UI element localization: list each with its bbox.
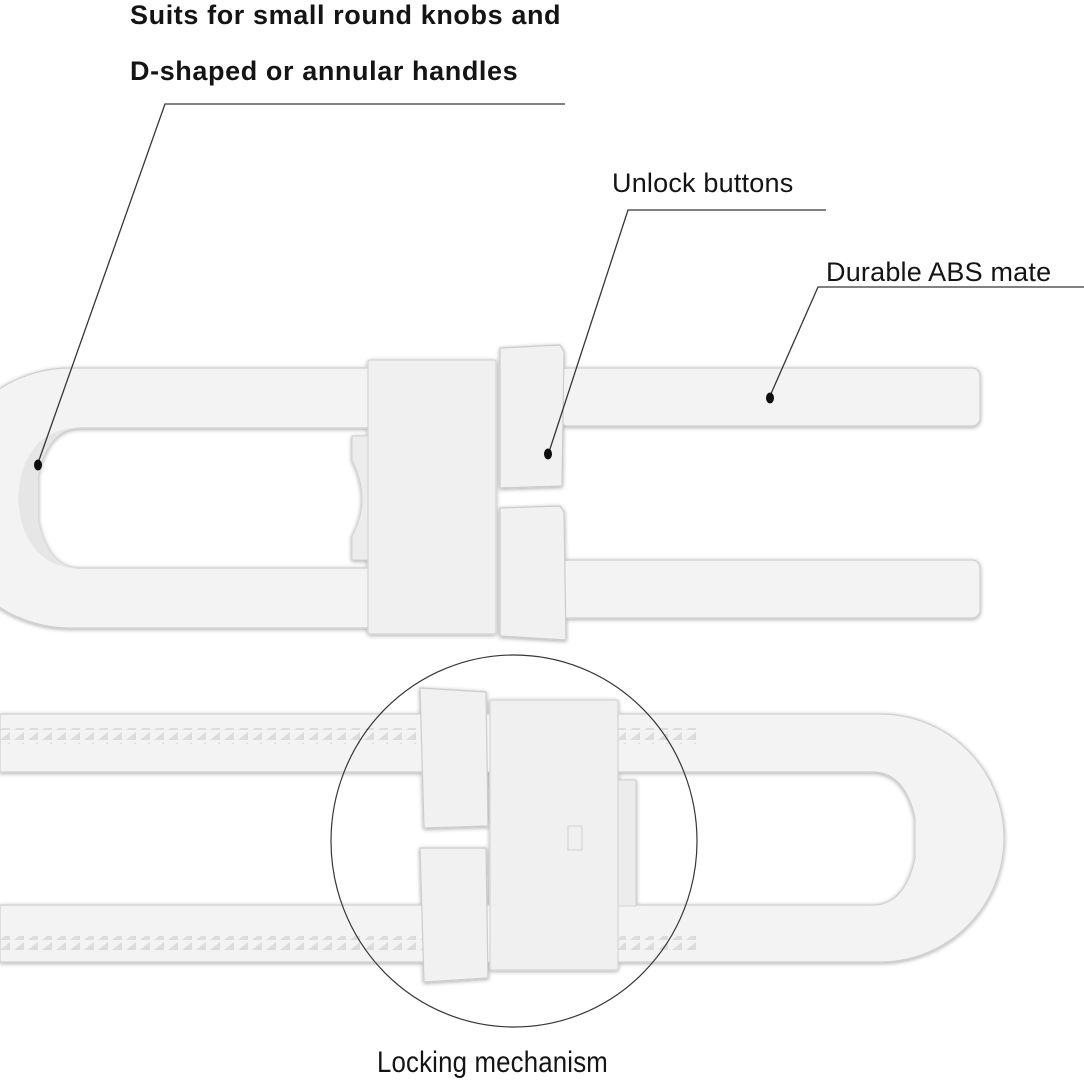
callout-compat-line2: D-shaped or annular handles — [130, 56, 519, 86]
callout-dot-compat — [34, 459, 42, 471]
leader-dots — [34, 392, 774, 471]
callout-dot-material — [766, 392, 774, 404]
leader-line-unlock — [548, 209, 826, 453]
leader-line-material — [769, 286, 1084, 397]
callout-material: Durable ABS mate — [826, 257, 1052, 287]
leader-lines — [37, 103, 1084, 464]
locking-mechanism-highlight — [330, 654, 698, 1028]
callout-dot-unlock — [544, 448, 552, 460]
callout-locking-mechanism: Locking mechanism — [377, 1046, 608, 1079]
leader-line-compat — [37, 103, 565, 464]
callout-unlock-buttons: Unlock buttons — [612, 168, 794, 198]
upper-lock — [0, 344, 981, 641]
callout-compat-line1: Suits for small round knobs and — [130, 0, 562, 30]
lower-lock — [0, 687, 1005, 983]
